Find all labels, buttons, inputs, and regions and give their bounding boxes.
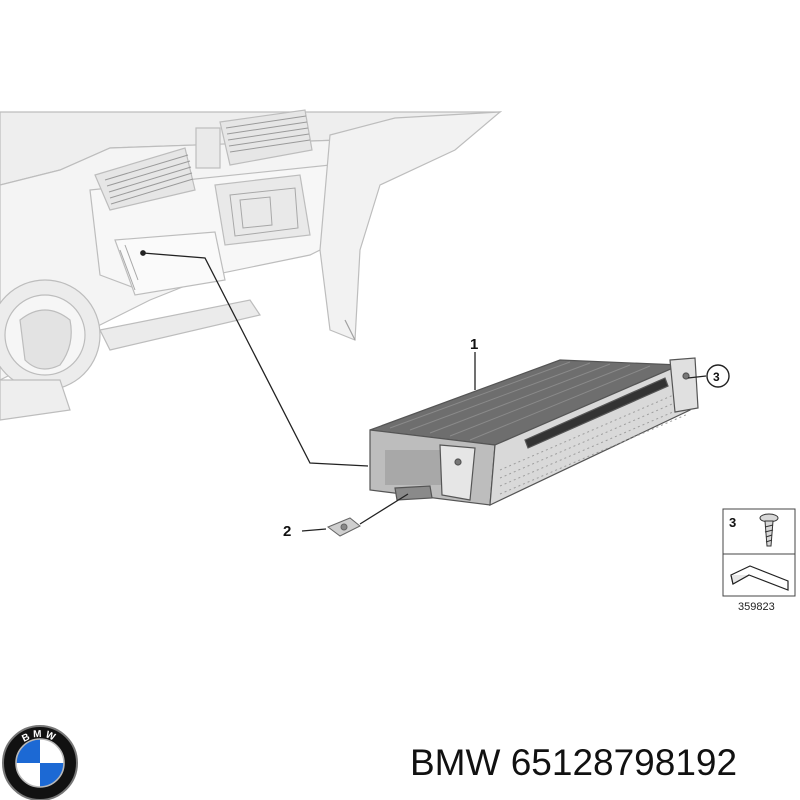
- leader-line-2: [301, 528, 327, 532]
- clip-nut-illustration: [326, 517, 361, 537]
- legend-box: 3 359823: [722, 508, 796, 613]
- bmw-logo: BMW: [2, 725, 78, 800]
- leader-line-3: [687, 375, 707, 379]
- leader-line-2b: [359, 493, 409, 525]
- part-number: 65128798192: [510, 742, 738, 783]
- leader-line-radio-to-dash: [142, 252, 369, 467]
- bracket-icon: [730, 565, 789, 591]
- callout-3-circle: 3: [706, 364, 730, 388]
- part-caption: BMW 65128798192: [410, 738, 795, 788]
- brand-name: BMW: [410, 742, 501, 783]
- bmw-logo-lettering: BMW: [20, 729, 59, 745]
- leader-lines: [140, 250, 707, 532]
- dashboard-illustration: [0, 109, 503, 421]
- radio-unit-illustration: [369, 357, 699, 506]
- callout-1: 1: [470, 336, 478, 353]
- legend-reference-number: 359823: [738, 601, 775, 613]
- legend-item-number: 3: [729, 515, 736, 530]
- callout-2: 2: [283, 523, 291, 540]
- callout-3: 3: [713, 370, 720, 384]
- screw-icon: [759, 513, 779, 547]
